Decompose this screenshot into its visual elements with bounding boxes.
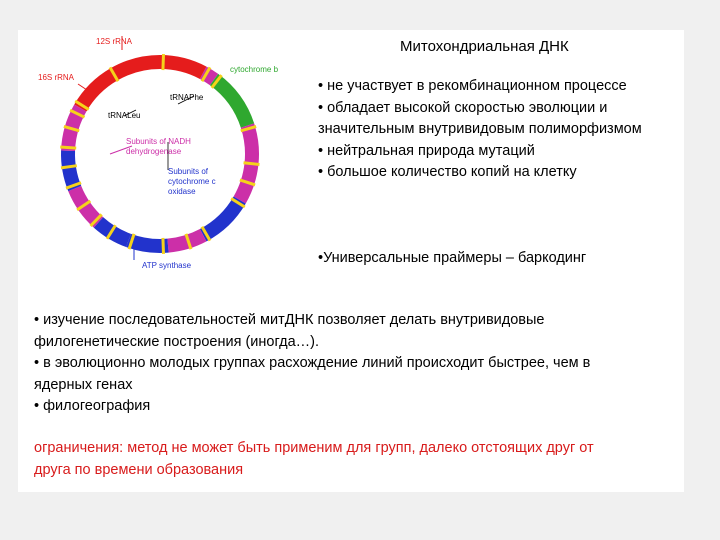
- label-line-16s: [77, 83, 91, 93]
- segment-cox-a: [199, 196, 246, 242]
- segment-cox-b: [93, 217, 132, 248]
- application-item: • в эволюционно молодых группах расхожде…: [34, 355, 591, 393]
- mtdna-ring: [60, 54, 260, 254]
- application-item: • изучение последовательностей митДНК по…: [34, 312, 545, 350]
- trna-marker: [69, 108, 86, 119]
- label-cox-3: oxidase: [168, 187, 196, 196]
- trna-marker: [60, 164, 78, 170]
- label-12s-rrna: 12S rRNA: [96, 37, 133, 46]
- segment-nadh-c: [68, 185, 104, 228]
- trna-marker: [108, 66, 120, 83]
- label-cytochrome-b: cytochrome b: [230, 65, 279, 74]
- trna-marker: [230, 197, 246, 209]
- trna-marker: [76, 199, 92, 212]
- label-line-phe: [177, 95, 195, 105]
- trna-marker: [200, 225, 212, 242]
- applications-list: • изучение последовательностей митДНК по…: [34, 310, 634, 418]
- segment-12s-rrna: [159, 55, 207, 80]
- trna-marker: [105, 224, 117, 240]
- mtdna-diagram: 12S rRNA 16S rRNA cytochrome b tRNAPhe t…: [38, 36, 279, 270]
- primers-note: •Универсальные праймеры – баркодинг: [318, 250, 587, 266]
- trna-marker: [89, 213, 103, 227]
- label-trna-phe: tRNAPhe: [170, 93, 204, 102]
- trna-marker: [127, 233, 136, 250]
- trna-marker: [60, 145, 77, 150]
- label-atp-synthase: ATP synthase: [142, 261, 192, 270]
- segment-cox-c: [61, 150, 82, 192]
- trna-marker: [240, 124, 257, 133]
- trna-marker: [200, 66, 212, 83]
- label-nadh-1: Subunits of NADH: [126, 137, 191, 146]
- property-item: • не участвует в рекомбинационном процес…: [318, 78, 627, 94]
- segment-16s-rrna: [74, 55, 161, 112]
- property-item: • нейтральная природа мутаций: [318, 142, 535, 159]
- slide-background: [18, 30, 684, 492]
- label-line-nadh: [109, 145, 133, 155]
- segment-cytochrome-b: [209, 73, 255, 128]
- label-line-leu: [123, 109, 137, 117]
- trna-marker: [210, 74, 223, 89]
- label-cox-1: Subunits of: [168, 167, 209, 176]
- label-16s-rrna: 16S rRNA: [38, 73, 75, 82]
- segment-nadh-b: [167, 228, 207, 253]
- trna-marker: [63, 124, 80, 133]
- trna-marker: [161, 237, 165, 254]
- properties-list: • не участвует в рекомбинационном процес…: [318, 76, 690, 184]
- trna-marker: [65, 181, 82, 190]
- trna-marker: [161, 54, 165, 71]
- label-cox-2: cytochrome c: [168, 177, 216, 186]
- property-item: • обладает высокой скоростью эволюции и …: [318, 99, 642, 138]
- label-nadh-2: dehydrogenase: [126, 147, 182, 156]
- trna-marker: [184, 233, 193, 250]
- property-item: • большое количество копий на клетку: [318, 164, 577, 180]
- trna-marker: [243, 161, 260, 166]
- application-item: • филогеография: [34, 398, 151, 414]
- label-trna-leu: tRNALeu: [108, 111, 140, 120]
- segment-control: [199, 66, 219, 86]
- slide-title: Митохондриальная ДНК: [400, 38, 569, 55]
- trna-marker: [74, 99, 90, 111]
- limitation-note: ограничения: метод не может быть примени…: [34, 440, 594, 478]
- trna-marker: [239, 178, 256, 187]
